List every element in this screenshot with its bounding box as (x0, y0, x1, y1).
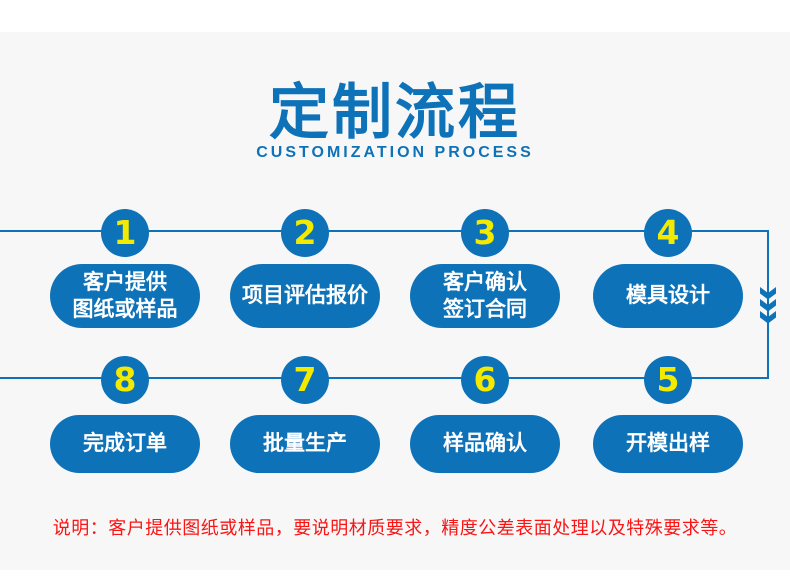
step-number: 4 (656, 212, 680, 252)
step-pill-sample-confirm: 样品确认 (410, 415, 560, 473)
step-pill-complete-order: 完成订单 (50, 415, 200, 473)
step-label: 客户确认 签订合同 (443, 270, 527, 321)
note-text: 说明：客户提供图纸或样品，要说明材质要求，精度公差表面处理以及特殊要求等。 (52, 518, 738, 538)
page-subtitle: CUSTOMIZATION PROCESS (256, 144, 534, 161)
triple-chevron-down-icon (760, 287, 776, 324)
step-pill-client-drawings: 客户提供 图纸或样品 (50, 264, 200, 328)
step-pill-project-quote: 项目评估报价 (230, 264, 380, 328)
step-circle-4: 4 (644, 209, 692, 257)
step-number: 7 (293, 359, 317, 399)
flow-line-right (767, 230, 769, 379)
step-circle-7: 7 (281, 356, 329, 404)
step-pill-confirm-contract: 客户确认 签订合同 (410, 264, 560, 328)
step-pill-open-mold-sample: 开模出样 (593, 415, 743, 473)
step-number: 8 (113, 359, 137, 399)
step-circle-6: 6 (461, 356, 509, 404)
step-label: 批量生产 (263, 432, 347, 456)
step-circle-2: 2 (281, 209, 329, 257)
step-circle-1: 1 (101, 209, 149, 257)
step-label: 样品确认 (443, 432, 527, 456)
step-label: 客户提供 图纸或样品 (72, 270, 178, 321)
step-number: 1 (113, 212, 137, 252)
flow-line-top (0, 230, 769, 232)
step-circle-3: 3 (461, 209, 509, 257)
step-label: 项目评估报价 (242, 284, 368, 308)
step-number: 2 (293, 212, 317, 252)
step-label: 开模出样 (626, 432, 710, 456)
step-circle-8: 8 (101, 356, 149, 404)
flow-line-bottom (0, 377, 769, 379)
step-circle-5: 5 (644, 356, 692, 404)
step-pill-mold-design: 模具设计 (593, 264, 743, 328)
step-label: 完成订单 (83, 432, 167, 456)
step-label: 模具设计 (626, 284, 710, 308)
step-number: 5 (656, 359, 680, 399)
step-number: 6 (473, 359, 497, 399)
page-title: 定制流程 (269, 79, 521, 146)
step-number: 3 (473, 212, 497, 252)
step-pill-mass-production: 批量生产 (230, 415, 380, 473)
